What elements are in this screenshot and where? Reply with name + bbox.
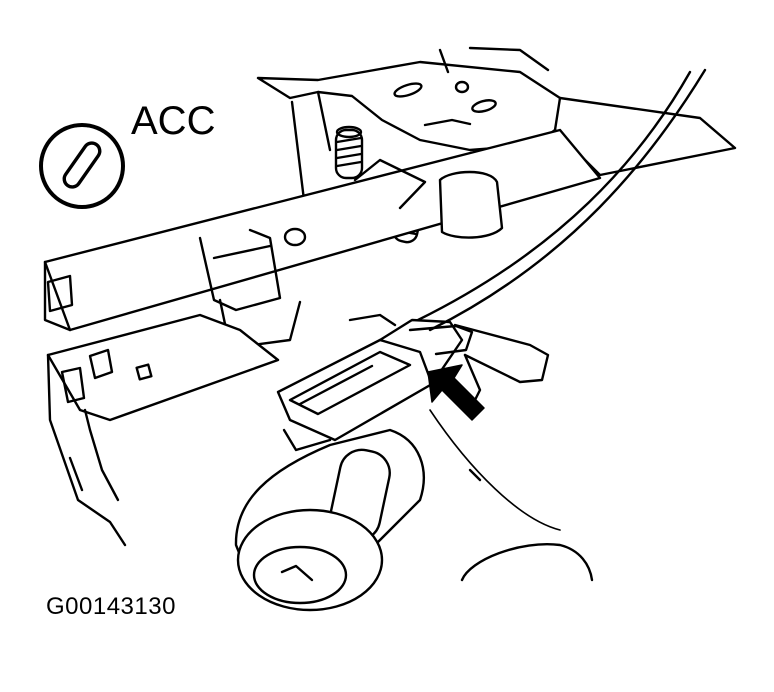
steering-column-housing <box>43 128 602 350</box>
wire-harness <box>416 68 707 531</box>
key-position-label: ACC <box>131 99 215 143</box>
tilt-spring-upper <box>334 125 364 180</box>
figure-code: G00143130 <box>46 593 176 620</box>
lower-column-body <box>46 313 280 547</box>
pointer-arrow-icon <box>427 364 485 421</box>
ignition-switch-connector <box>276 313 550 452</box>
key-slot-acc-icon <box>39 123 125 209</box>
ignition-key-cylinder <box>234 428 594 612</box>
